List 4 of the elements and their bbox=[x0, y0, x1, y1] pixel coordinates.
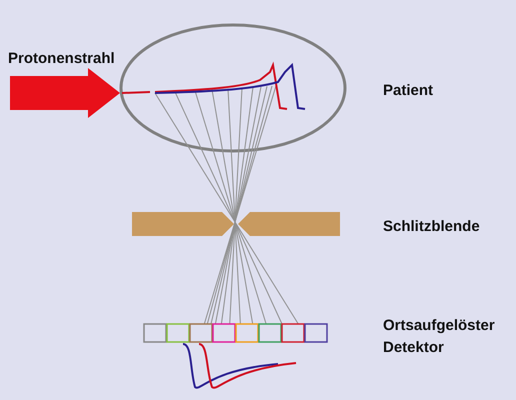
slit-label: Schlitzblende bbox=[383, 217, 480, 237]
beam-label: Protonenstrahl bbox=[8, 49, 115, 69]
detector-label: Ortsaufgelöster Detektor bbox=[383, 316, 496, 358]
patient-label: Patient bbox=[383, 81, 434, 101]
